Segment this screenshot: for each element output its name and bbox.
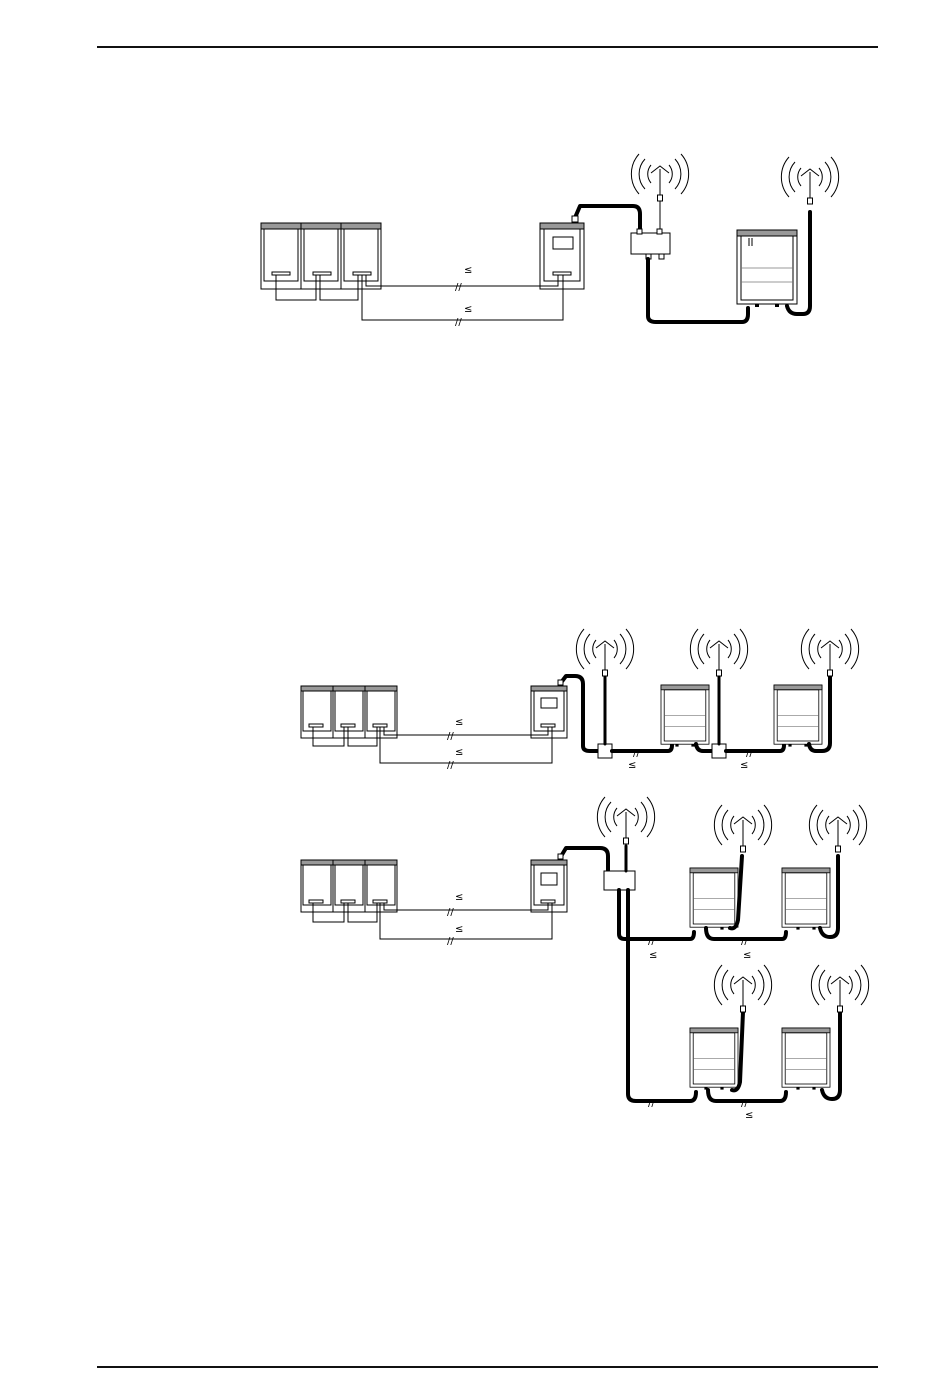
cable-length-label: ≤	[745, 1110, 753, 1121]
splitter-1	[631, 233, 670, 254]
cable-length-label: ≤	[464, 265, 472, 276]
rack-unit-3a	[301, 860, 397, 922]
svg-text://: //	[447, 760, 454, 771]
rack-unit-2a	[301, 686, 397, 746]
svg-text://: //	[455, 282, 462, 293]
antenna-icon	[801, 629, 858, 676]
antenna-icon	[576, 629, 633, 676]
cable-length-label: ≤	[628, 760, 636, 771]
diagram-3: ≤ ≤ // // ≤ // ≤ // // ≤ //	[301, 797, 869, 1121]
repeater-unit	[737, 230, 797, 307]
repeater-unit	[661, 685, 709, 747]
svg-text://: //	[741, 936, 748, 947]
antenna-icon	[809, 805, 866, 852]
antenna-icon	[690, 629, 747, 676]
cable-length-label: ≤	[455, 747, 463, 758]
cable-length-label: ≤	[455, 717, 463, 728]
cable-length-label: ≤	[743, 950, 751, 961]
svg-text://: //	[447, 907, 454, 918]
svg-text://: //	[447, 936, 454, 947]
cable-length-label: ≤	[464, 304, 472, 315]
svg-text://: //	[447, 731, 454, 742]
antenna-icon	[631, 154, 688, 201]
repeater-unit	[774, 685, 822, 747]
cable-length-label: ≤	[455, 924, 463, 935]
coupler-2	[712, 744, 726, 758]
splitter-3	[604, 871, 635, 890]
diagram-2: ≤ ≤ // // ≤ // ≤ //	[301, 629, 859, 771]
svg-text://: //	[633, 748, 640, 759]
repeater-unit	[782, 1028, 830, 1090]
repeater-unit	[690, 868, 738, 930]
cable-length-label: ≤	[649, 950, 657, 961]
coupler-1	[598, 744, 612, 758]
master-unit-2	[531, 686, 567, 738]
antenna-icon	[714, 805, 771, 852]
svg-text://: //	[648, 936, 655, 947]
svg-text://: //	[741, 1098, 748, 1109]
svg-text://: //	[648, 1098, 655, 1109]
repeater-unit	[782, 868, 830, 930]
antenna-icon	[811, 965, 868, 1012]
repeater-unit	[690, 1028, 738, 1090]
master-unit-3	[531, 860, 567, 912]
svg-text://: //	[455, 317, 462, 328]
antenna-icon	[714, 965, 771, 1012]
antenna-icon	[781, 157, 838, 204]
diagram-1: ≤ ≤ // //	[261, 154, 839, 328]
cable-length-label: ≤	[455, 892, 463, 903]
cable-length-label: ≤	[740, 760, 748, 771]
svg-text://: //	[746, 748, 753, 759]
rack-unit-1a	[261, 223, 381, 300]
master-unit-1	[540, 223, 584, 289]
antenna-icon	[597, 797, 654, 844]
